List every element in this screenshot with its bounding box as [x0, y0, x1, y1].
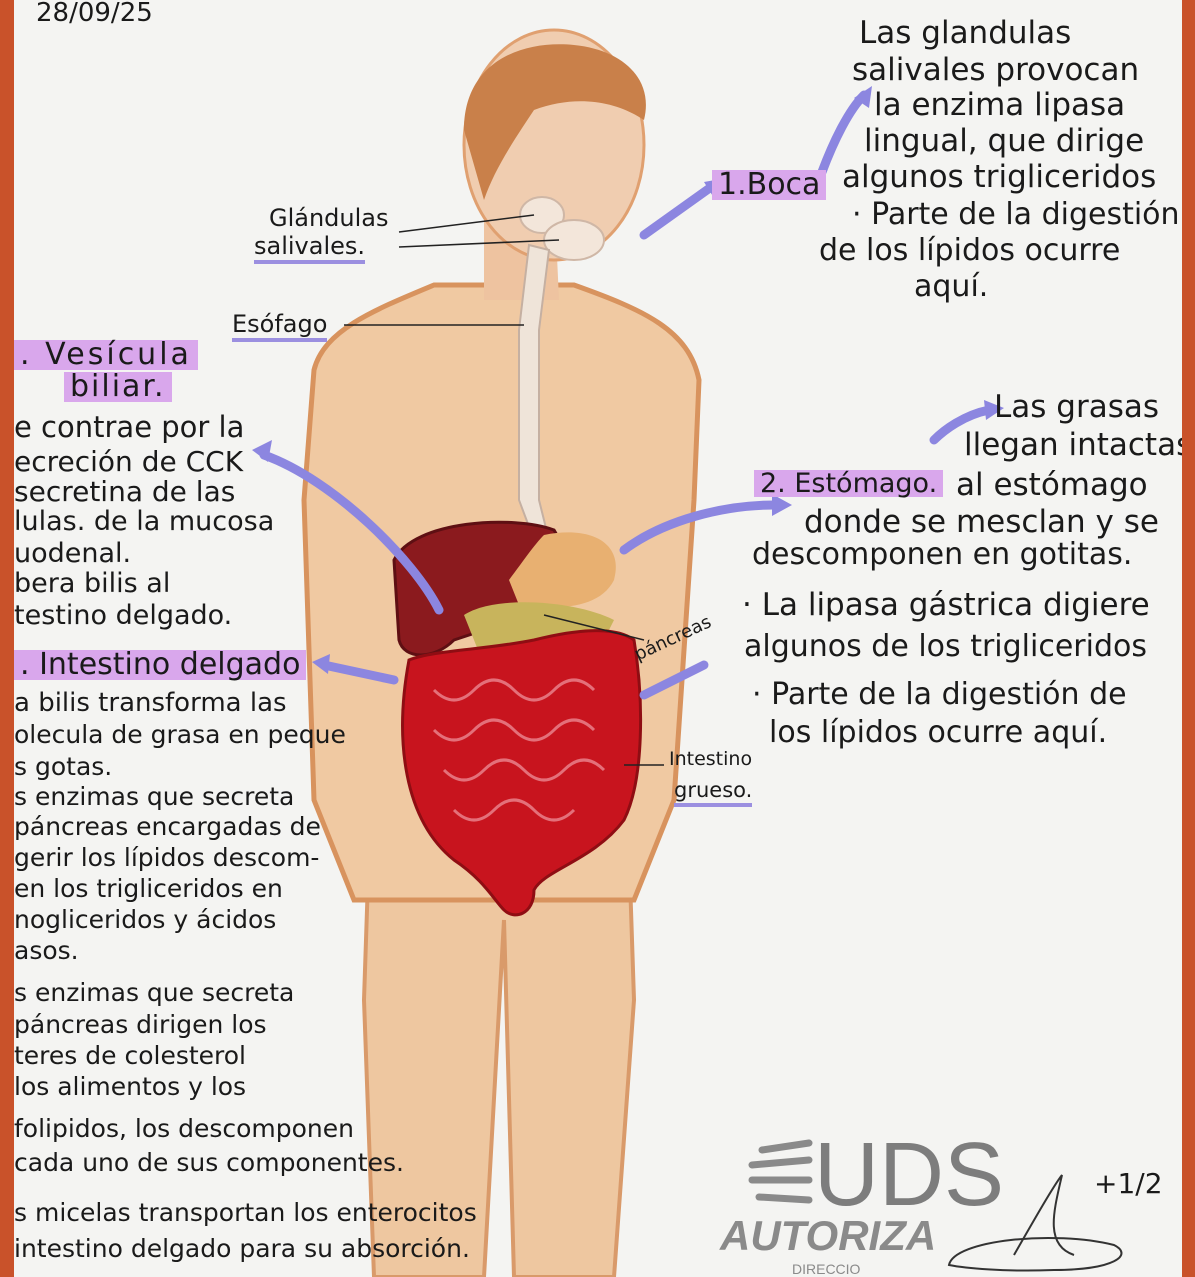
- intestino-line-6: gerir los lípidos descom-: [14, 845, 319, 870]
- vesicula-heading-1: . Vesícula: [14, 340, 198, 370]
- estomago-line-8: · Parte de la digestión de: [752, 680, 1127, 710]
- estomago-line-4: donde se mesclan y se: [804, 507, 1159, 538]
- stamp-sub: DIRECCIO: [792, 1262, 860, 1276]
- intestino-line-7: en los trigliceridos en: [14, 876, 283, 901]
- boca-heading: 1.Boca: [712, 170, 826, 200]
- vesicula-line-2: ecreción de CCK: [14, 448, 243, 476]
- intestino-line-16: s micelas transportan los enterocitos: [14, 1200, 477, 1225]
- intestino-line-4: s enzimas que secreta: [14, 784, 294, 809]
- boca-line-7: de los lípidos ocurre: [819, 236, 1120, 266]
- boca-line-8: aquí.: [914, 272, 988, 302]
- vesicula-line-3: secretina de las: [14, 478, 235, 506]
- boca-line-4: lingual, que dirige: [864, 126, 1144, 157]
- label-esofago: Esófago: [232, 312, 327, 342]
- intestino-line-14: folipidos, los descomponen: [14, 1116, 354, 1141]
- intestino-line-10: s enzimas que secreta: [14, 980, 294, 1005]
- stamp-logo: UDS: [814, 1130, 1004, 1220]
- estomago-line-7: algunos de los trigliceridos: [744, 632, 1147, 662]
- boca-line-6: · Parte de la digestión: [852, 200, 1180, 230]
- estomago-line-1: Las grasas: [994, 392, 1159, 423]
- label-glandulas: Glándulas: [269, 206, 389, 230]
- vesicula-line-5: uodenal.: [14, 540, 131, 567]
- label-intestino-grueso-2: grueso.: [674, 780, 752, 807]
- boca-line-5: algunos trigliceridos: [842, 162, 1156, 193]
- boca-line-1: Las glandulas: [859, 18, 1071, 49]
- boca-line-2: salivales provocan: [852, 55, 1139, 86]
- paper-sheet: 28/09/25 Glándulas salivales. Esófago pá…: [14, 0, 1182, 1277]
- intestino-line-1: a bilis transforma las: [14, 690, 287, 716]
- intestino-delgado-heading: . Intestino delgado: [14, 650, 306, 680]
- intestino-line-12: teres de colesterol: [14, 1043, 246, 1068]
- intestino-line-2: olecula de grasa en peque: [14, 722, 346, 747]
- intestino-line-9: asos.: [14, 938, 79, 963]
- intestino-line-13: los alimentos y los: [14, 1074, 246, 1099]
- vesicula-heading-2: biliar.: [64, 372, 172, 402]
- estomago-line-9: los lípidos ocurre aquí.: [769, 718, 1107, 748]
- vesicula-line-4: lulas. de la mucosa: [14, 508, 274, 535]
- stamp-text: AUTORIZA: [720, 1215, 936, 1257]
- intestino-line-3: s gotas.: [14, 754, 112, 779]
- grade-mark: +1/2: [1094, 1170, 1163, 1198]
- intestino-line-17: intestino delgado para su absorción.: [14, 1236, 470, 1261]
- label-salivales: salivales.: [254, 234, 365, 264]
- vesicula-line-1: e contrae por la: [14, 413, 244, 442]
- estomago-line-6: · La lipasa gástrica digiere: [742, 590, 1150, 621]
- date-label: 28/09/25: [36, 0, 153, 26]
- estomago-line-2: llegan intactas: [964, 430, 1182, 461]
- label-intestino-grueso-1: Intestino: [669, 750, 752, 769]
- estomago-line-5: descomponen en gotitas.: [752, 540, 1132, 570]
- intestino-line-15: cada uno de sus componentes.: [14, 1150, 404, 1175]
- intestino-line-11: páncreas dirigen los: [14, 1012, 267, 1037]
- vesicula-line-6: bera bilis al: [14, 570, 170, 597]
- intestino-line-5: páncreas encargadas de: [14, 814, 321, 839]
- vesicula-line-7: testino delgado.: [14, 602, 232, 629]
- estomago-heading: 2. Estómago.: [754, 470, 943, 497]
- intestino-line-8: nogliceridos y ácidos: [14, 907, 276, 932]
- estomago-line-3: al estómago: [956, 470, 1148, 501]
- boca-line-3: la enzima lipasa: [874, 90, 1125, 121]
